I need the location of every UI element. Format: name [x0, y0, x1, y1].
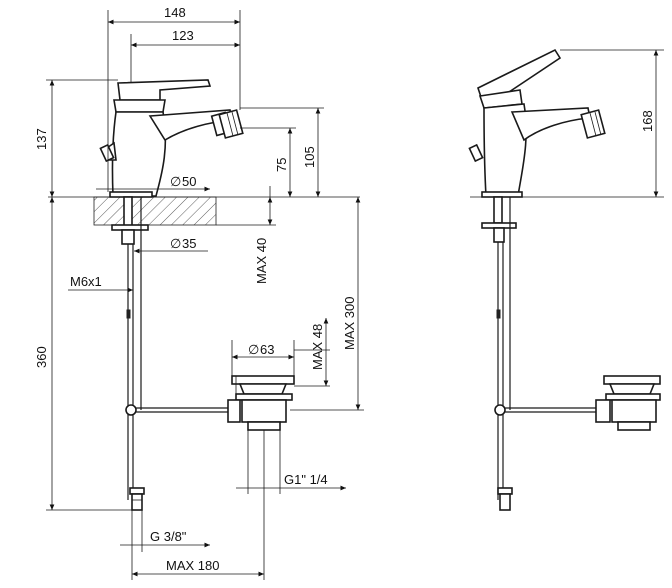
- dim-thread-g1: G1" 1/4: [284, 472, 328, 487]
- dim-dia-35-symbol: ∅: [170, 236, 181, 251]
- dim-height-105: 105: [302, 146, 317, 168]
- dim-dia-35: 35: [182, 236, 196, 251]
- dim-height-75: 75: [274, 158, 289, 172]
- hose-fitting: [129, 487, 145, 511]
- dim-max-40: MAX 40: [254, 238, 269, 284]
- dim-thread-g38: G 3/8": [150, 529, 187, 544]
- dim-dia-50-symbol: ∅: [170, 174, 181, 189]
- dim-thread-m6: M6x1: [70, 274, 102, 289]
- dim-dia-63-symbol: ∅: [248, 342, 259, 357]
- dim-width-123: 123: [172, 28, 194, 43]
- dim-max-300: MAX 300: [342, 297, 357, 350]
- pop-up-rod: [125, 404, 232, 416]
- shank: [111, 196, 149, 500]
- dim-dia-50: 50: [182, 174, 196, 189]
- waste-drain: [227, 375, 295, 431]
- dim-dia-63: 63: [260, 342, 274, 357]
- dim-max-48: MAX 48: [310, 324, 325, 370]
- dim-height-168: 168: [640, 110, 655, 132]
- side-view: 168: [468, 48, 664, 511]
- dim-height-360: 360: [34, 346, 49, 368]
- dim-width-148: 148: [164, 5, 186, 20]
- dim-max-180: MAX 180: [166, 558, 219, 573]
- dim-height-137: 137: [34, 128, 49, 150]
- nozzle: [210, 109, 244, 139]
- tap-body: [99, 79, 244, 198]
- countertop: [48, 196, 360, 226]
- front-view: 148 123 137 105 75 ∅ 50 ∅ 35 MAX 40 M: [34, 5, 364, 580]
